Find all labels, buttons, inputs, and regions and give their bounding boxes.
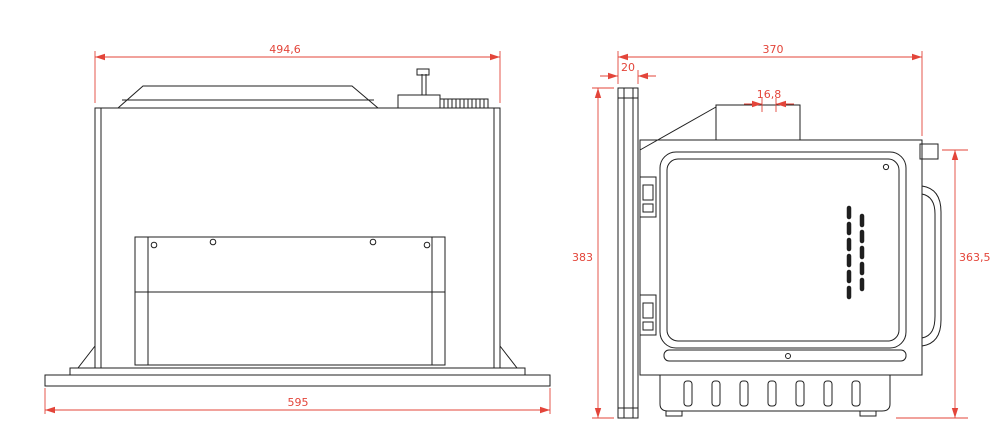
base-slot (795, 380, 805, 407)
base-plate-lower (44, 374, 551, 387)
dimension-labels: 494,6 595 370 20 16,8 383 363,5 (269, 43, 990, 409)
rear-bracket-outer (921, 185, 942, 347)
base-plate-upper (69, 367, 526, 376)
dim-label-top-width: 494,6 (269, 43, 301, 56)
body-section-outline (639, 139, 923, 376)
base-slot (739, 380, 749, 407)
linework (44, 68, 942, 419)
dim-label-overall-height: 383 (572, 251, 593, 264)
front-frame (617, 87, 639, 419)
cavity-screw (882, 163, 890, 171)
base-slot (683, 380, 693, 407)
dim-label-body-height: 363,5 (959, 251, 991, 264)
dim-label-base-width: 595 (288, 396, 309, 409)
hinge-slot (642, 302, 654, 319)
left-foot-bracket (76, 344, 96, 369)
left-view-exterior (44, 68, 551, 387)
hinge-body (639, 294, 657, 336)
base-slot (823, 380, 833, 407)
rail-screw (785, 353, 791, 359)
base-slot (767, 380, 777, 407)
stem-cap (416, 68, 430, 76)
waveguide-box (715, 104, 801, 141)
base-slot (711, 380, 721, 407)
base-foot (859, 410, 877, 417)
dim-label-frame-thickness: 20 (621, 61, 635, 74)
lower-hinge (639, 294, 657, 336)
screw (150, 241, 158, 249)
base-tray-outline (659, 375, 891, 412)
hinge-slot (642, 184, 654, 201)
lower-rail (663, 349, 907, 362)
oven-body-outline (94, 107, 501, 369)
mounting-tab (919, 143, 939, 160)
dim-label-top-detail: 16,8 (757, 88, 782, 101)
base-slot (851, 380, 861, 407)
right-foot-bracket (499, 344, 519, 369)
slanted-vent-cover (639, 106, 717, 151)
hinge-body (639, 176, 657, 218)
cavity-outer-wall (659, 151, 907, 349)
hinge-pin (642, 203, 654, 213)
rib-strip-ticks (443, 99, 485, 108)
screw (423, 241, 431, 249)
base-foot (665, 410, 683, 417)
rear-bracket-inner (921, 193, 936, 339)
dim-label-depth: 370 (763, 43, 784, 56)
top-terminal-block (397, 94, 441, 109)
top-cover (116, 85, 380, 109)
cavity-inner-wall (666, 158, 900, 342)
rear-panel (134, 236, 446, 366)
hinge-pin (642, 321, 654, 331)
dimension-lines (44, 51, 968, 419)
right-view-section (617, 87, 942, 419)
upper-hinge (639, 176, 657, 218)
screw (369, 238, 377, 246)
screw (209, 238, 217, 246)
